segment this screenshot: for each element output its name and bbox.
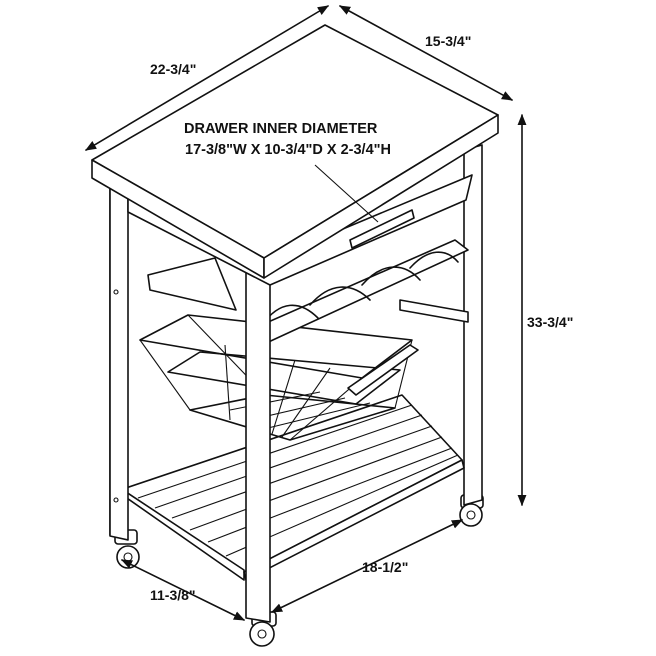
cart-drawing (91, 24, 499, 647)
top-width-label: 22-3/4" (150, 61, 196, 77)
dimension-lines (85, 5, 527, 621)
bottom-width-label: 18-1/2" (362, 559, 408, 575)
height-label: 33-3/4" (527, 314, 573, 330)
dimension-line-top-width (85, 5, 329, 151)
drawer-leader-line (314, 164, 379, 223)
wire-basket (139, 314, 419, 441)
front-leg-right (245, 257, 271, 623)
top-depth-label: 15-3/4" (425, 33, 471, 49)
front-leg-left (109, 181, 129, 541)
dimension-line-bottom-depth (120, 559, 246, 621)
dimension-line-top-depth (339, 5, 513, 101)
dimension-line-bottom-width (270, 519, 464, 613)
wine-rack (147, 239, 469, 346)
bottom-depth-label: 11-3/8" (150, 587, 196, 603)
drawer-note-line-2: 17-3/8"W X 10-3/4"D X 2-3/4"H (185, 142, 391, 158)
drawer-note-line-1: DRAWER INNER DIAMETER (184, 121, 378, 137)
